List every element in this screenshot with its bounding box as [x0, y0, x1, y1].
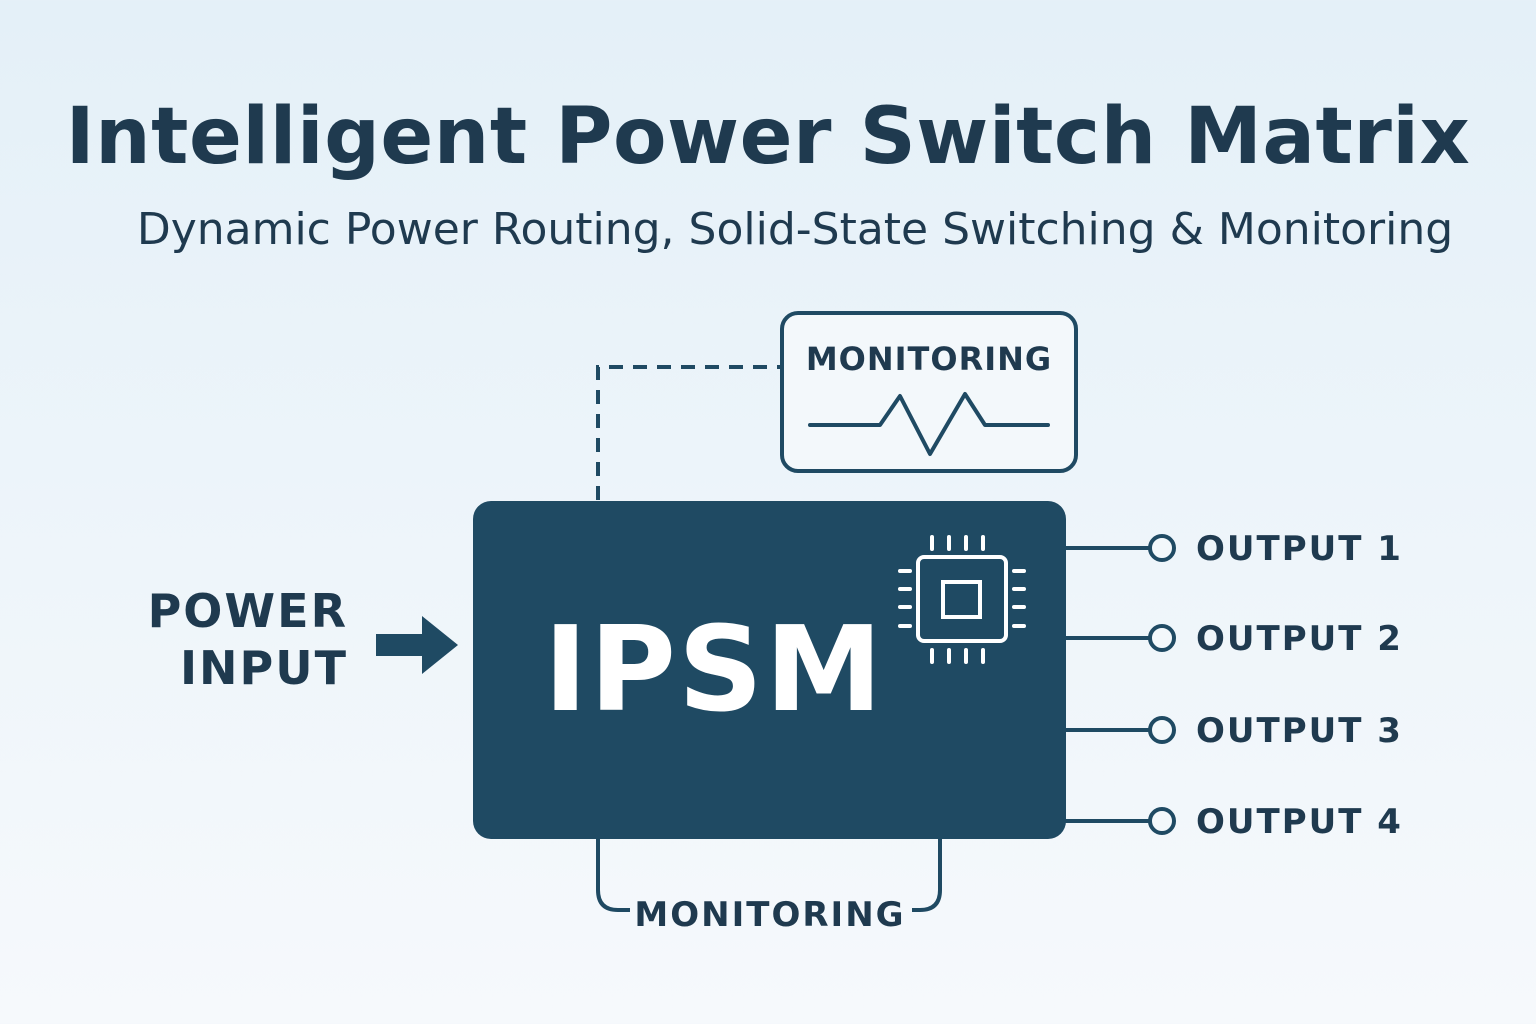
output-terminal-1 [1148, 534, 1176, 562]
output-label-3: OUTPUT 3 [1196, 711, 1403, 751]
monitoring-panel-top: MONITORING [780, 311, 1078, 473]
microchip-icon [898, 535, 1026, 664]
power-input-label-line1: POWER [148, 584, 348, 638]
output-terminal-4 [1148, 807, 1176, 835]
output-terminal-2 [1148, 624, 1176, 652]
monitoring-bracket-bottom [596, 838, 942, 912]
input-arrow-icon [376, 616, 458, 674]
diagram-title: Intelligent Power Switch Matrix [65, 92, 1471, 182]
output-label-2: OUTPUT 2 [1196, 619, 1403, 659]
monitoring-panel-label: MONITORING [806, 340, 1052, 378]
diagram-subtitle: Dynamic Power Routing, Solid-State Switc… [136, 204, 1454, 255]
output-label-1: OUTPUT 1 [1196, 529, 1403, 569]
monitoring-dashed-connector [596, 365, 782, 500]
power-input-label-line2: INPUT [180, 641, 348, 695]
waveform-icon [808, 392, 1050, 456]
ipsm-core-label: IPSM [544, 600, 885, 738]
output-label-4: OUTPUT 4 [1196, 802, 1403, 842]
ipsm-core-block: IPSM [473, 501, 1066, 839]
output-terminal-3 [1148, 716, 1176, 744]
monitoring-bottom-label: MONITORING [634, 895, 905, 935]
